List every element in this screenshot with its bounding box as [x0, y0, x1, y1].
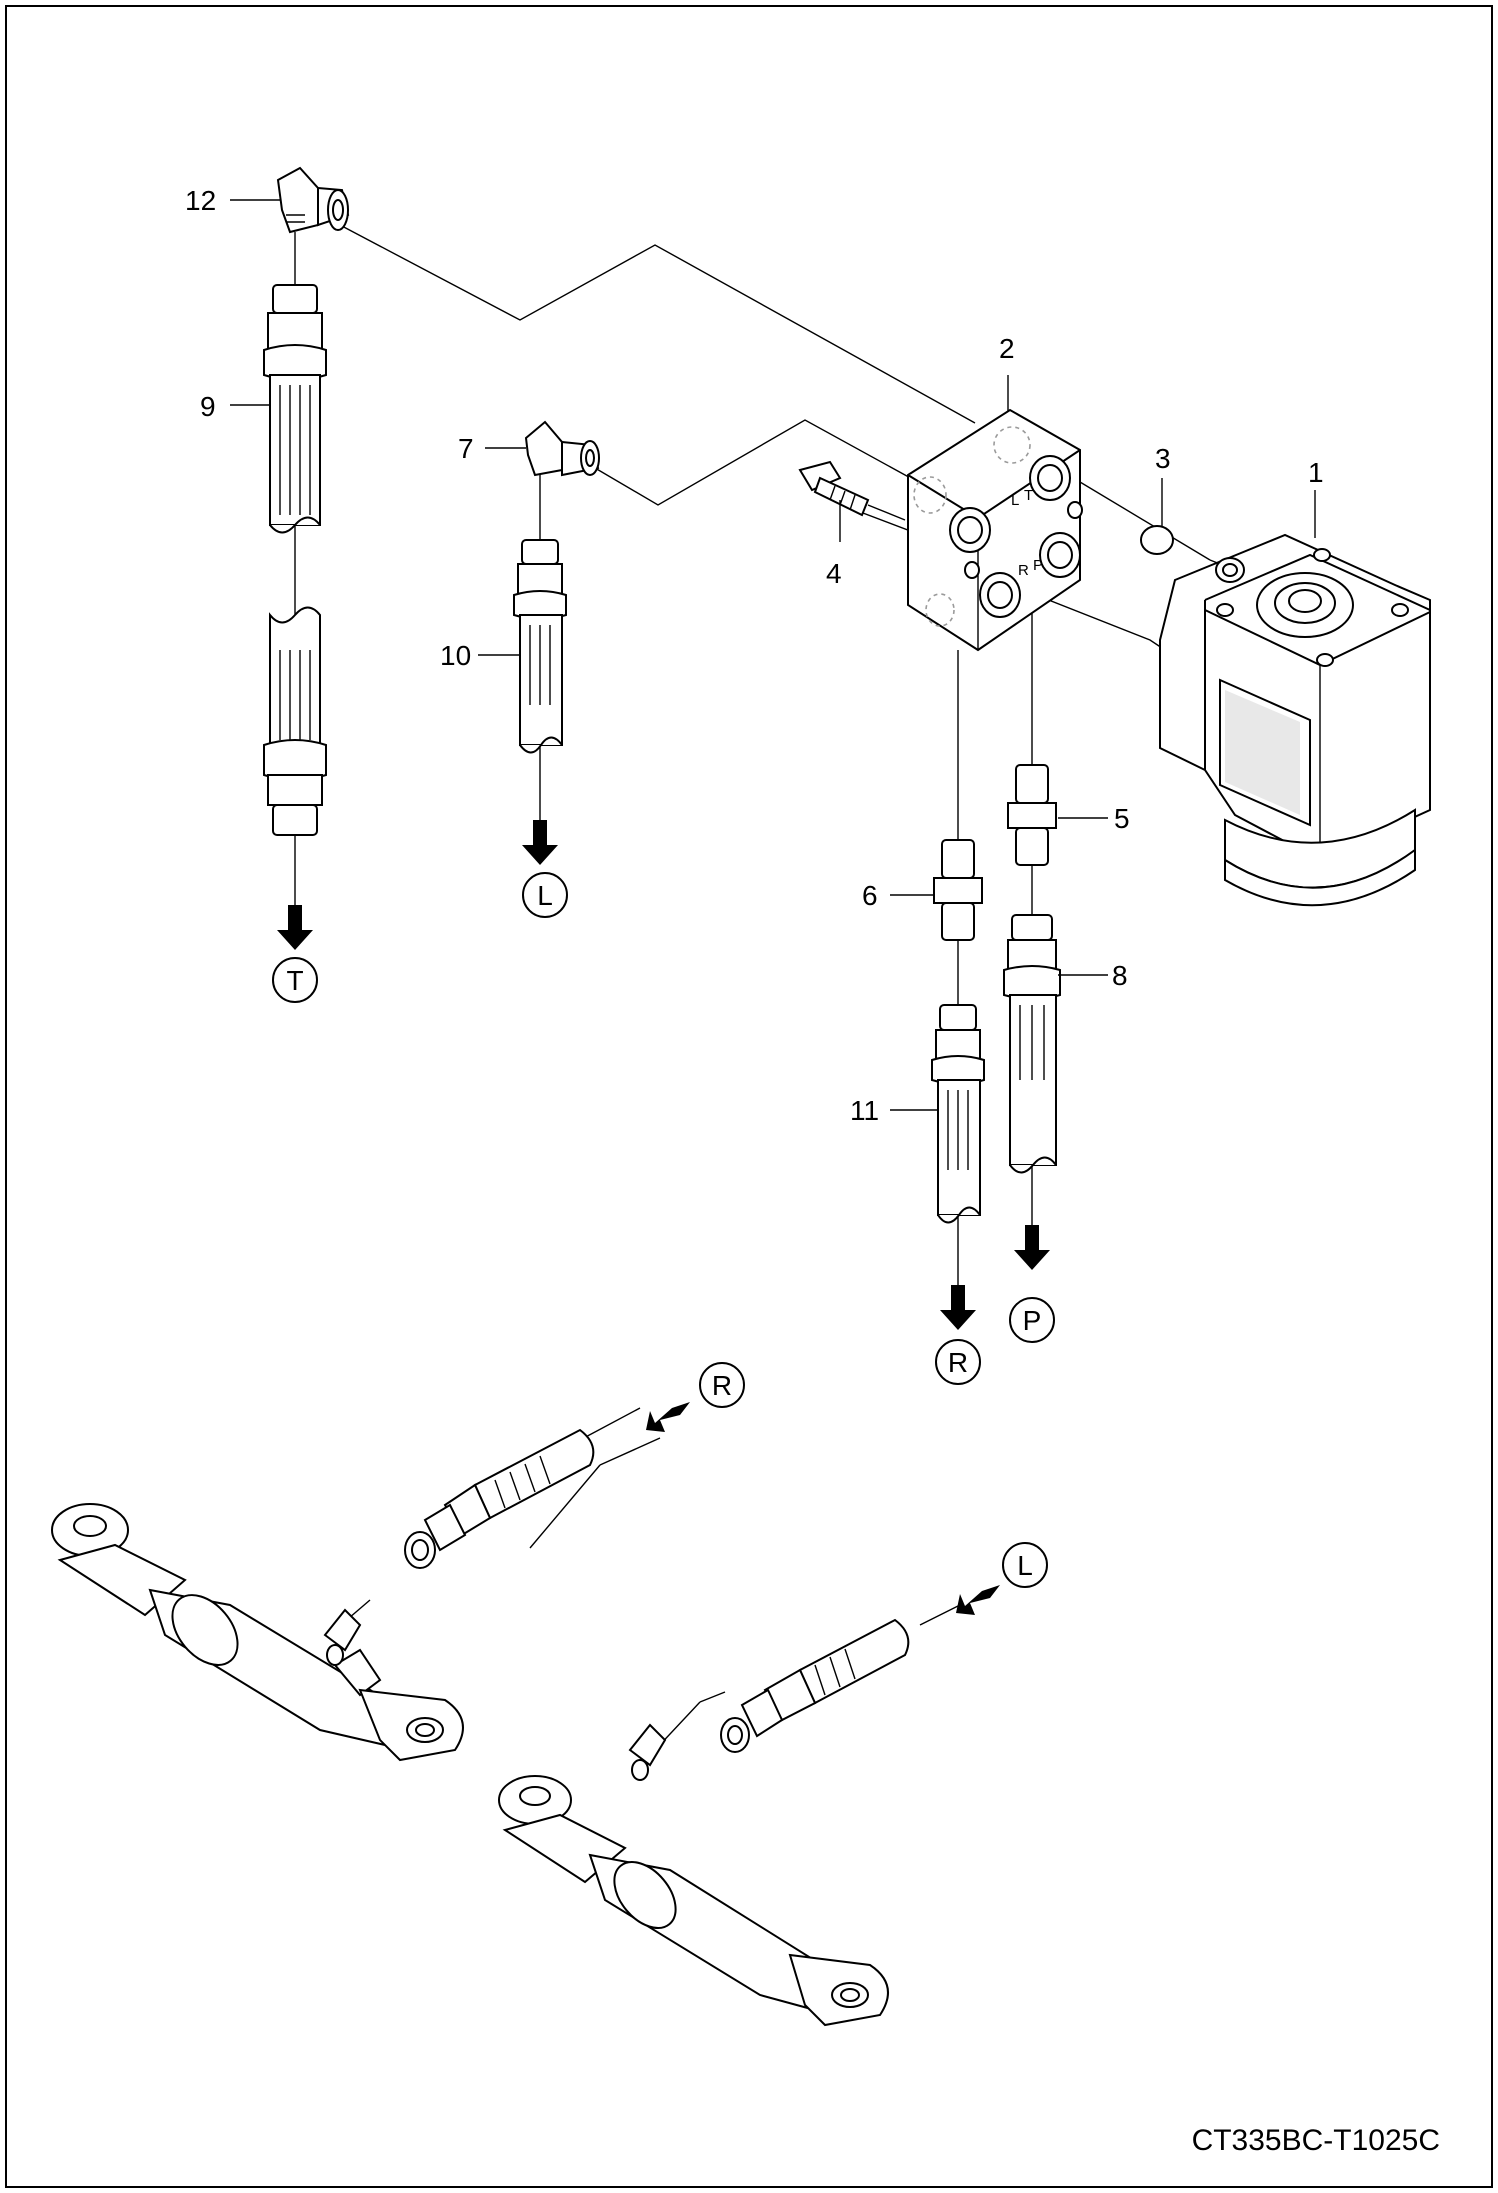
callout-8: 8 [1112, 960, 1128, 991]
port-marker-t: T [286, 965, 303, 996]
flow-arrows [277, 820, 1050, 1615]
callout-3: 3 [1155, 443, 1171, 474]
adapter-block-2: L T R P [907, 408, 1083, 652]
o-ring-3 [1140, 525, 1174, 555]
hose-9 [263, 284, 327, 836]
block-port-mark-p: P [1033, 557, 1043, 574]
callout-2: 2 [999, 333, 1015, 364]
arrow-down-icon [522, 820, 558, 865]
bolt-4 [798, 460, 906, 521]
block-port-mark-t: T [1024, 487, 1033, 504]
union-fitting-6 [933, 839, 983, 941]
callout-numbers: 1 2 3 4 5 6 7 8 9 10 11 12 [185, 185, 1324, 1126]
port-marker-p: P [1023, 1305, 1042, 1336]
callout-12: 12 [185, 185, 216, 216]
port-marker-l: L [537, 880, 553, 911]
hose-8 [1003, 914, 1061, 1174]
callout-4: 4 [826, 558, 842, 589]
callout-1: 1 [1308, 457, 1324, 488]
cylinder-hose-r [404, 1428, 595, 1569]
elbow-fitting-12 [276, 166, 350, 234]
cylinder-upper [51, 1503, 464, 1762]
callout-9: 9 [200, 391, 216, 422]
arrow-down-icon [277, 905, 313, 950]
port-marker-l-lower: L [1017, 1550, 1033, 1581]
callout-7: 7 [458, 433, 474, 464]
callout-11: 11 [850, 1095, 879, 1126]
callout-10: 10 [440, 640, 471, 671]
drawing-border [5, 5, 1493, 2188]
port-marker-r: R [948, 1347, 968, 1378]
arrow-down-icon [940, 1285, 976, 1330]
union-fitting-5 [1007, 764, 1057, 866]
arrow-left-icon [956, 1585, 1000, 1615]
port-markers: T L R P R L [272, 872, 1055, 1588]
callout-6: 6 [862, 880, 878, 911]
steering-unit-1 [1159, 533, 1431, 907]
hose-11 [931, 1004, 985, 1224]
block-port-mark-l: L [1011, 492, 1019, 509]
arrow-down-icon [1014, 1225, 1050, 1270]
elbow-fitting-7 [524, 420, 600, 477]
arrow-left-icon [646, 1402, 690, 1432]
callout-leaders [230, 199, 1316, 1111]
block-port-mark-r: R [1018, 562, 1029, 579]
hose-10 [513, 539, 567, 754]
drawing-code: CT335BC-T1025C [1192, 2124, 1440, 2157]
callout-5: 5 [1114, 803, 1130, 834]
cylinder-lower [498, 1723, 889, 2027]
port-marker-r-lower: R [712, 1370, 732, 1401]
cylinder-hose-l [720, 1618, 910, 1753]
